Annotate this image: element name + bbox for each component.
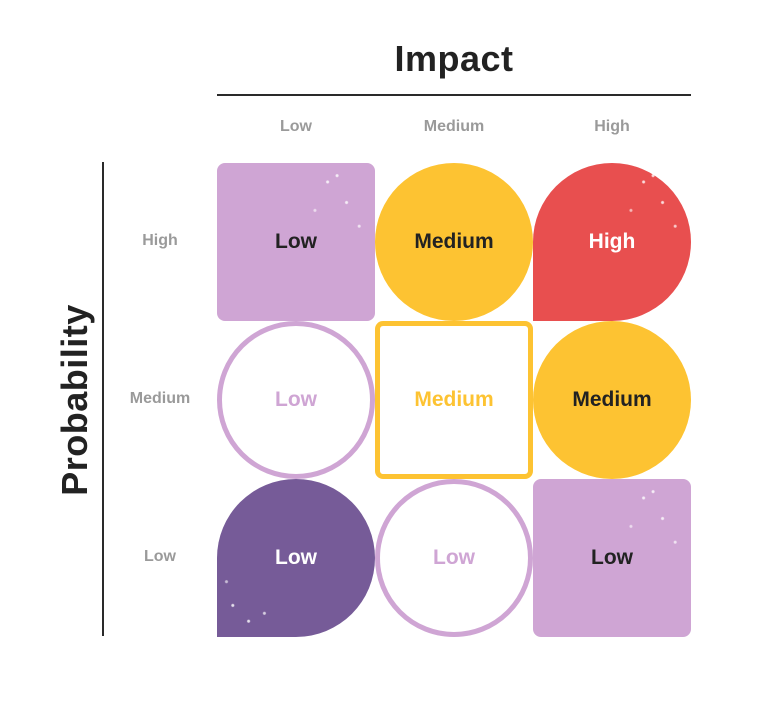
cell-low-prob-medium-impact: Low (375, 479, 533, 637)
cell-medium-prob-medium-impact: Medium (375, 321, 533, 479)
risk-label: Low (591, 546, 633, 569)
risk-label: Medium (414, 388, 494, 411)
y-label-high: High (142, 232, 178, 249)
risk-label: Medium (414, 230, 494, 253)
risk-label: Low (275, 230, 317, 253)
cell-medium-prob-low-impact: Low (217, 321, 375, 479)
x-label-medium: Medium (423, 118, 485, 135)
x-axis-line (217, 94, 691, 96)
risk-label: High (588, 230, 636, 253)
cell-high-prob-high-impact: High (533, 163, 691, 321)
x-label-high: High (594, 118, 630, 135)
risk-label: Medium (572, 388, 652, 411)
x-axis-title: Impact (394, 38, 514, 79)
risk-label: Low (433, 546, 475, 569)
cell-low-prob-high-impact: Low (533, 479, 691, 637)
x-label-low: Low (280, 118, 312, 135)
y-axis-title: Probability (54, 304, 95, 496)
y-label-low: Low (144, 548, 176, 565)
y-label-medium: Medium (129, 390, 191, 407)
risk-label: Low (275, 388, 317, 411)
risk-label: Low (275, 546, 317, 569)
cell-high-prob-medium-impact: Medium (375, 163, 533, 321)
cell-low-prob-low-impact: Low (217, 479, 375, 637)
cell-medium-prob-high-impact: Medium (533, 321, 691, 479)
cell-high-prob-low-impact: Low (217, 163, 375, 321)
y-axis-line (102, 162, 104, 636)
